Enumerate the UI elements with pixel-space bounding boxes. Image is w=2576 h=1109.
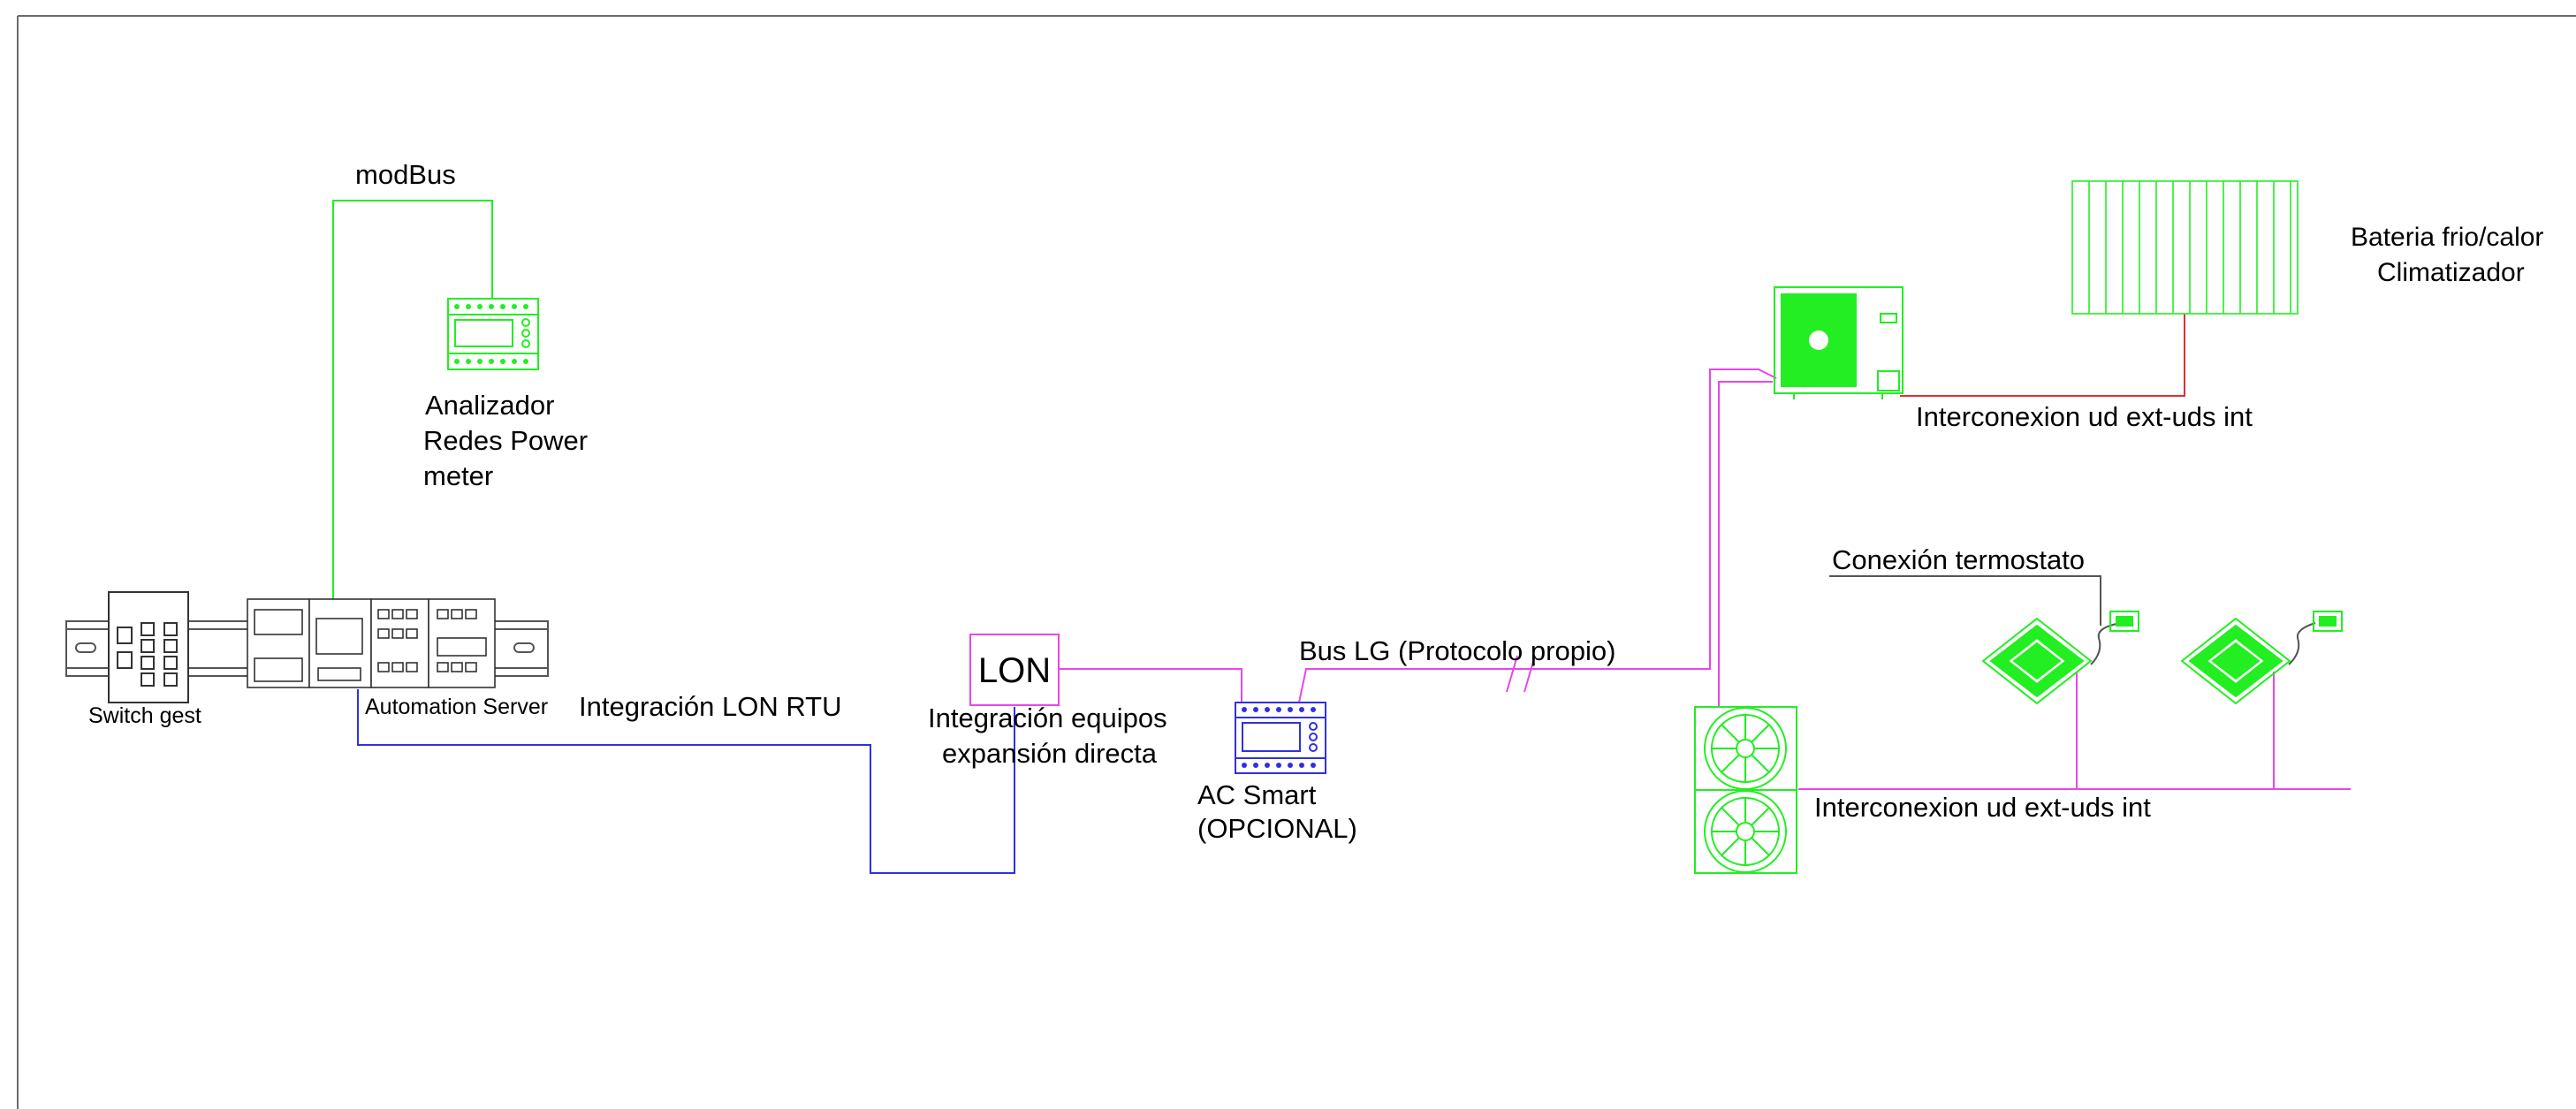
- thermostat-connection-line: [1829, 575, 2101, 626]
- automation-server-icon: [247, 598, 496, 688]
- power-meter-label-line2: Redes Power: [423, 425, 588, 456]
- interconnect-bottom-label: Interconexion ud ext-uds int: [1814, 792, 2151, 823]
- outdoor-unit-icon: [1774, 286, 1904, 399]
- bus-break-mark: [1506, 655, 1536, 693]
- modbus-label: modBus: [355, 159, 456, 190]
- bus-lg-branch-line: [1718, 381, 1773, 707]
- lon-rtu-label: Integración LON RTU: [579, 691, 842, 722]
- interconnect-top-label: Interconexion ud ext-uds int: [1916, 401, 2253, 432]
- lon-box: [969, 634, 1060, 706]
- power-meter-icon: [447, 298, 539, 370]
- thermostat-icon: [2109, 611, 2139, 632]
- dx-integration-label-line1: Integración equipos: [928, 703, 1167, 733]
- bus-lg-label: Bus LG (Protocolo propio): [1299, 635, 1615, 666]
- lon-rtu-line: [357, 689, 1015, 874]
- bus-lg-line: [1298, 368, 1777, 703]
- cassette-unit-icon: [1981, 617, 2093, 705]
- thermostat-icon: [2313, 611, 2343, 632]
- power-meter-label-line3: meter: [423, 460, 493, 491]
- coil-label-line2: Climatizador: [2377, 258, 2525, 287]
- coil-battery-icon: [2071, 180, 2299, 315]
- dx-integration-label-line2: expansión directa: [942, 738, 1158, 769]
- cassette-unit-icon: [2180, 617, 2291, 705]
- power-meter-label-line1: Analizador: [425, 390, 554, 421]
- thermostat-wire-2: [2288, 622, 2316, 665]
- thermostat-label: Conexión termostato: [1832, 544, 2085, 575]
- switch-label: Switch gest: [88, 703, 201, 728]
- ac-smart-controller-icon: [1235, 702, 1326, 774]
- drawing-frame: [17, 15, 2576, 1109]
- lon-to-acsmart-line: [1059, 668, 1242, 703]
- dual-fan-outdoor-unit-icon: [1694, 706, 1797, 874]
- lon-box-label: LON: [978, 651, 1051, 690]
- coil-label-line1: Bateria frio/calor: [2351, 223, 2543, 252]
- interconnect-top-line: [1900, 314, 2185, 397]
- thermostat-wire-1: [2090, 622, 2122, 665]
- network-switch-icon: [108, 591, 189, 703]
- automation-server-label: Automation Server: [365, 695, 548, 719]
- modbus-line: [332, 200, 493, 601]
- ac-smart-label-line2: (OPCIONAL): [1197, 813, 1357, 844]
- ac-smart-label-line1: AC Smart: [1197, 779, 1317, 810]
